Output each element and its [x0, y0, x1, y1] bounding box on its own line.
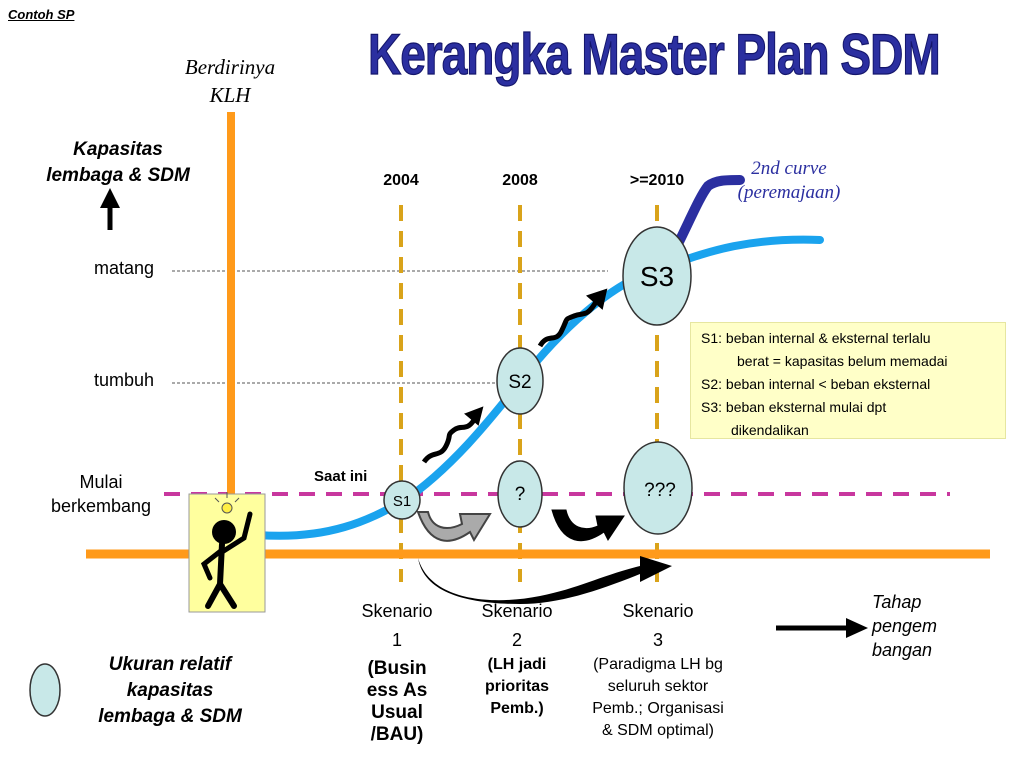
- current-marker-label: Saat ini: [314, 468, 368, 485]
- scenario-3: Skenario 3 (Paradigma LH bg seluruh sekt…: [572, 600, 744, 742]
- scenario-legend-box: S1: beban internal & eksternal terlalu b…: [690, 322, 1006, 439]
- x-axis-label-line3: bangan: [872, 640, 933, 660]
- wavy-arrow-s2-s3-head: [586, 288, 608, 310]
- x-axis-label-line1: Tahap: [872, 592, 922, 612]
- founding-label: Berdirinya KLH: [160, 53, 300, 109]
- level-label-starting: Mulai berkembang: [20, 470, 182, 518]
- x-axis-label-line2: pengem: [872, 616, 938, 636]
- scenario-3-number: 3: [652, 630, 663, 650]
- scenario-3-name: Skenario: [622, 601, 694, 621]
- second-curve-label-line2: (peremajaan): [737, 182, 841, 203]
- size-legend-line2: kapasitas: [126, 680, 214, 701]
- level-label-starting-line1: Mulai: [79, 472, 123, 492]
- scenario-arrow-big: [418, 556, 672, 604]
- second-curve-label: 2nd curve (peremajaan): [714, 157, 864, 205]
- scenario-1-name: Skenario: [361, 601, 433, 621]
- scenario-1-desc-line2: ess As: [366, 680, 428, 701]
- corner-label: Contoh SP: [8, 7, 75, 22]
- scenario-1-number: 1: [391, 630, 402, 650]
- wavy-arrow-s2-s3: [537, 300, 599, 348]
- scenario-1: Skenario 1 (Busin ess As Usual /BAU): [340, 600, 454, 746]
- page-title: Kerangka Master Plan SDM: [368, 21, 942, 87]
- founding-label-line2: KLH: [209, 83, 251, 107]
- scenario-2-name: Skenario: [481, 601, 553, 621]
- second-curve: [671, 175, 745, 253]
- legend-line-3: S2: beban internal < beban eksternal: [701, 376, 931, 392]
- level-label-mature: matang: [93, 258, 154, 278]
- year-label-2008: 2008: [502, 172, 538, 189]
- legend-line-1: S1: beban internal & eksternal terlalu: [701, 330, 931, 346]
- level-label-growing: tumbuh: [93, 370, 154, 390]
- scenario-1-desc-line4: /BAU): [370, 724, 424, 745]
- scenario-2-desc-line3: Pemb.): [490, 700, 544, 717]
- scenario-2-desc-line1: (LH jadi: [487, 656, 547, 673]
- wavy-arrow-s1-s2-head: [464, 406, 484, 426]
- year-label-2010: >=2010: [629, 172, 685, 189]
- node-s3: S3: [622, 226, 692, 326]
- node-s2-label: S2: [508, 372, 531, 393]
- scenario-3-desc: (Paradigma LH bg seluruh sektor Pemb.; O…: [572, 654, 744, 742]
- scenario-2-desc: (LH jadi prioritas Pemb.): [460, 654, 574, 720]
- size-legend-ellipse: [29, 663, 61, 717]
- scenario-arrow-black: [551, 509, 625, 542]
- founding-label-line1: Berdirinya: [184, 55, 276, 79]
- scenario-3-desc-line2: seluruh sektor: [607, 678, 709, 695]
- node-question-2010-label: ???: [644, 480, 676, 501]
- size-legend-label: Ukuran relatif kapasitas lembaga & SDM: [70, 652, 270, 730]
- node-s1: S1: [383, 480, 421, 520]
- level-label-starting-line2: berkembang: [50, 496, 152, 516]
- scenario-1-desc-line1: (Busin: [367, 658, 427, 679]
- scenario-3-desc-line4: & SDM optimal): [601, 722, 715, 739]
- y-axis-label: Kapasitas lembaga & SDM: [18, 137, 218, 189]
- size-legend-line3: lembaga & SDM: [98, 706, 242, 727]
- scenario-1-desc: (Busin ess As Usual /BAU): [340, 658, 454, 746]
- year-label-2004: 2004: [383, 172, 419, 189]
- node-s2: S2: [496, 347, 544, 415]
- node-question-2010: ???: [623, 441, 693, 535]
- stage-axis-arrow-head: [846, 618, 868, 638]
- scenario-1-desc-line3: Usual: [371, 702, 423, 723]
- node-s3-label: S3: [640, 261, 674, 292]
- node-question-2008: ?: [497, 460, 543, 528]
- y-axis-label-line2: lembaga & SDM: [46, 165, 190, 186]
- x-axis-label: Tahap pengem bangan: [872, 590, 972, 662]
- node-question-2008-label: ?: [515, 484, 526, 505]
- size-legend-line1: Ukuran relatif: [108, 654, 232, 675]
- scenario-3-desc-line1: (Paradigma LH bg: [593, 656, 723, 673]
- capacity-up-arrow-head: [100, 188, 120, 208]
- legend-line-5: dikendalikan: [731, 422, 809, 438]
- scenario-3-desc-line3: Pemb.; Organisasi: [592, 700, 724, 717]
- scenario-2-number: 2: [511, 630, 522, 650]
- scenario-2: Skenario 2 (LH jadi prioritas Pemb.): [460, 600, 574, 720]
- wavy-arrow-s1-s2: [421, 418, 477, 464]
- y-axis-label-line1: Kapasitas: [73, 139, 163, 160]
- legend-line-2: berat = kapasitas belum memadai: [737, 353, 948, 369]
- legend-line-4: S3: beban eksternal mulai dpt: [701, 399, 887, 415]
- scenario-2-desc-line2: prioritas: [484, 678, 549, 695]
- thinking-person-figure: [188, 492, 266, 613]
- node-s1-label: S1: [393, 493, 411, 510]
- second-curve-label-line1: 2nd curve: [751, 158, 827, 179]
- scenario-arrow-gray: [416, 511, 492, 543]
